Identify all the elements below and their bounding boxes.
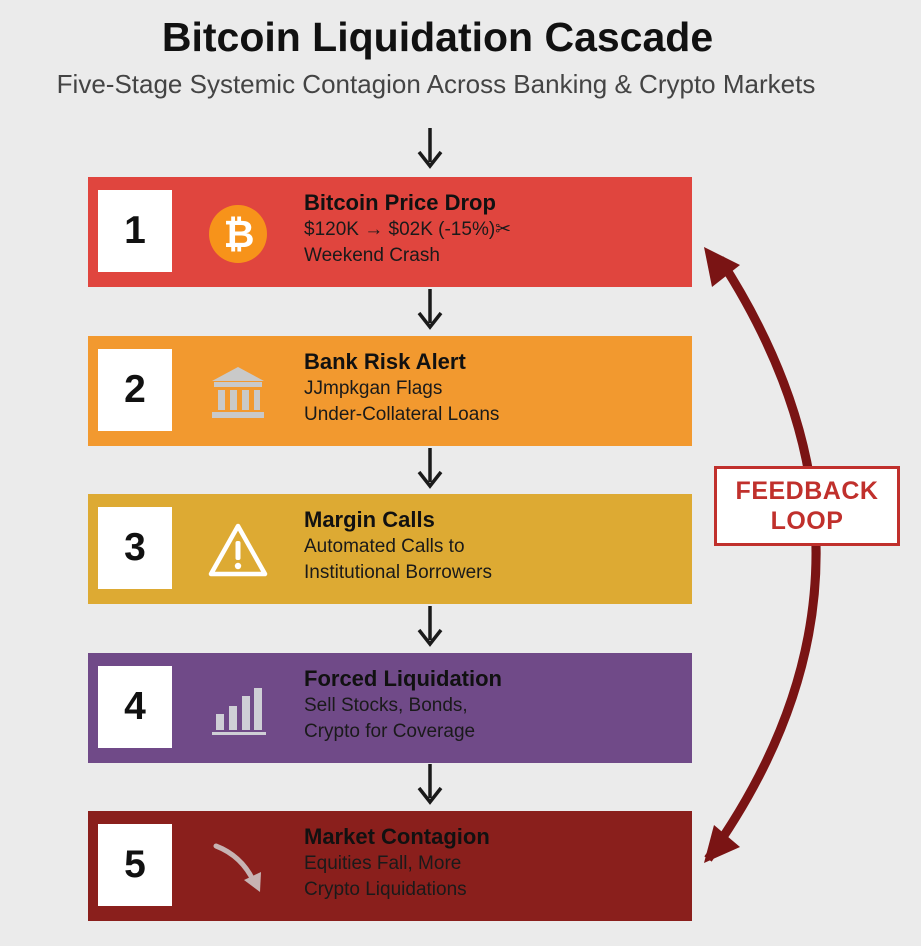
feedback-line-1: FEEDBACK bbox=[735, 477, 879, 505]
down-arrow-icon bbox=[417, 289, 443, 330]
stage-title: Bitcoin Price Drop bbox=[304, 190, 496, 215]
down-arrow-icon bbox=[417, 606, 443, 647]
feedback-loop-label: FEEDBACK LOOP bbox=[714, 466, 900, 546]
feedback-line-2: LOOP bbox=[770, 507, 844, 535]
stage-number: 4 bbox=[98, 666, 172, 748]
stage-title: Market Contagion bbox=[304, 824, 490, 849]
down-arrow-icon bbox=[417, 128, 443, 169]
stage-1-bitcoin-price-drop: 1 ₿ Bitcoin Price Drop $120K → $02K (-15… bbox=[88, 177, 692, 287]
stage-5-market-contagion: 5 Market Contagion Equities Fall, More C… bbox=[88, 811, 692, 921]
down-arrow-icon bbox=[417, 764, 443, 805]
trend-down-arrow-icon bbox=[206, 836, 270, 900]
stage-4-forced-liquidation: 4 Forced Liquidation Sell Stocks, Bonds,… bbox=[88, 653, 692, 763]
stage-number: 5 bbox=[98, 824, 172, 906]
bitcoin-icon: ₿ bbox=[206, 202, 270, 266]
stage-description: Automated Calls to Institutional Borrowe… bbox=[304, 536, 492, 583]
stage-description: $120K → $02K (-15%)✂ Weekend Crash bbox=[304, 219, 512, 266]
svg-text:₿: ₿ bbox=[224, 214, 255, 256]
stage-description: Equities Fall, More Crypto Liquidations bbox=[304, 853, 467, 900]
feedback-loop-arrow-icon bbox=[704, 247, 821, 863]
page-title: Bitcoin Liquidation Cascade bbox=[161, 14, 714, 60]
bank-icon bbox=[206, 361, 270, 425]
stage-3-margin-calls: 3 Margin Calls Automated Calls to Instit… bbox=[88, 494, 692, 604]
stage-description: JJmpkgan Flags Under-Collateral Loans bbox=[304, 378, 500, 425]
stage-description: Sell Stocks, Bonds, Crypto for Coverage bbox=[304, 695, 476, 742]
stage-number: 3 bbox=[98, 507, 172, 589]
warning-icon bbox=[206, 519, 270, 583]
down-arrow-icon bbox=[417, 448, 443, 489]
stage-number: 1 bbox=[98, 190, 172, 272]
page-subtitle: Five-Stage Systemic Contagion Across Ban… bbox=[56, 69, 816, 99]
stage-2-bank-risk-alert: 2 Bank Risk Alert JJmpkgan Flags Under-C… bbox=[88, 336, 692, 446]
stage-title: Bank Risk Alert bbox=[304, 349, 466, 374]
stage-title: Forced Liquidation bbox=[304, 666, 502, 691]
stage-title: Margin Calls bbox=[304, 507, 435, 532]
stage-number: 2 bbox=[98, 349, 172, 431]
bar-chart-icon bbox=[206, 678, 270, 742]
